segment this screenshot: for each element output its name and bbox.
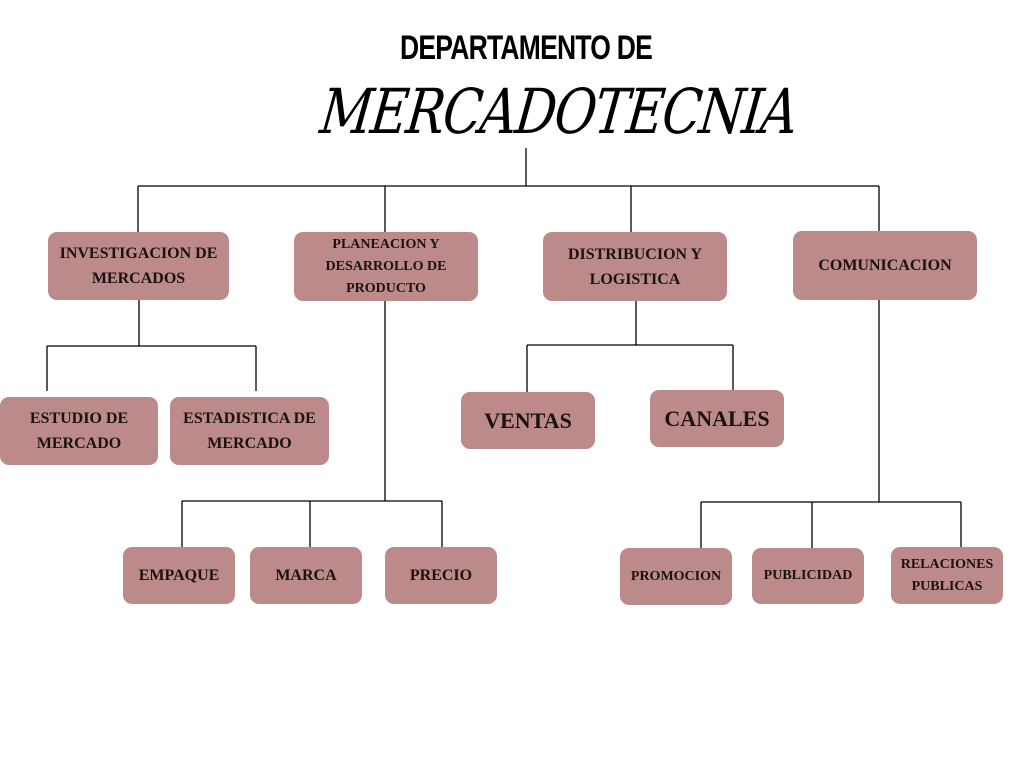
node-comunicacion: COMUNICACION <box>793 231 977 300</box>
node-publicidad: PUBLICIDAD <box>752 548 864 604</box>
node-distribucion-y-logistica: DISTRIBUCION Y LOGISTICA <box>543 232 727 301</box>
node-planeacion-y-desarrollo: PLANEACION Y DESARROLLO DE PRODUCTO <box>294 232 478 301</box>
node-marca: MARCA <box>250 547 362 604</box>
node-estadistica-de-mercado: ESTADISTICA DE MERCADO <box>170 397 329 465</box>
node-ventas: VENTAS <box>461 392 595 449</box>
node-relaciones-publicas: RELACIONES PUBLICAS <box>891 547 1003 604</box>
node-promocion: PROMOCION <box>620 548 732 605</box>
node-canales: CANALES <box>650 390 784 447</box>
node-investigacion-de-mercados: INVESTIGACION DE MERCADOS <box>48 232 229 300</box>
node-precio: PRECIO <box>385 547 497 604</box>
node-empaque: EMPAQUE <box>123 547 235 604</box>
title-departamento: DEPARTAMENTO DE <box>399 29 653 67</box>
node-estudio-de-mercado: ESTUDIO DE MERCADO <box>0 397 158 465</box>
